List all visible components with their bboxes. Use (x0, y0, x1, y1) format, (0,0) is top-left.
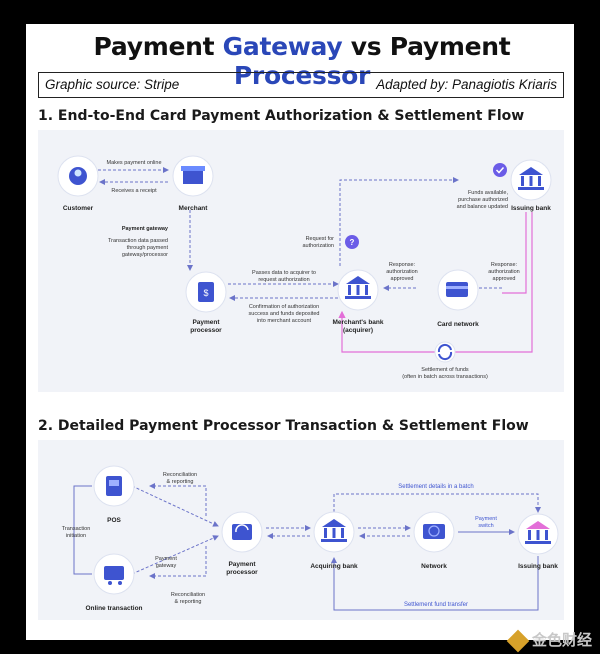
svg-text:Transaction data passed: Transaction data passed (108, 238, 168, 244)
flow-diagram-2: POS Transaction initiation Online transa… (62, 465, 559, 612)
svg-text:Request for: Request for (306, 236, 335, 242)
svg-text:Response:: Response: (491, 262, 518, 268)
network-node: Network (413, 511, 455, 570)
section2-panel: POS Transaction initiation Online transa… (38, 440, 564, 620)
section2-heading: 2. Detailed Payment Processor Transactio… (38, 418, 529, 434)
acquiring-bank-node: Acquiring bank (310, 511, 358, 570)
svg-text:Merchant's bank: Merchant's bank (332, 319, 383, 326)
svg-text:& reporting: & reporting (175, 599, 202, 605)
svg-text:authorization: authorization (303, 243, 335, 249)
svg-text:(often in batch across transac: (often in batch across transactions) (402, 374, 488, 380)
online-transaction-node: Online transaction (85, 553, 143, 612)
svg-text:request authorization: request authorization (258, 277, 309, 283)
section1-heading: 1. End-to-End Card Payment Authorization… (38, 108, 525, 124)
page-title: Payment Gateway vs Payment Processor (93, 32, 511, 90)
svg-text:Settlement details in a batch: Settlement details in a batch (398, 484, 473, 490)
svg-text:Funds available,: Funds available, (468, 190, 509, 196)
svg-text:Transaction: Transaction (62, 526, 91, 532)
svg-text:initiation: initiation (66, 533, 86, 539)
svg-text:gateway: gateway (156, 563, 177, 569)
svg-text:through payment: through payment (127, 245, 169, 251)
issuing-bank-node-2: Issuing bank (517, 513, 559, 570)
svg-text:Payment: Payment (475, 516, 497, 522)
svg-text:Reconciliation: Reconciliation (163, 472, 197, 478)
credit-card-icon (423, 524, 445, 539)
svg-text:?: ? (350, 238, 355, 247)
receives-receipt-label: Receives a receipt (111, 188, 157, 194)
flow-diagram-1: Customer Makes payment online Receives a… (57, 155, 552, 380)
svg-text:Issuing bank: Issuing bank (511, 205, 551, 212)
svg-text:POS: POS (107, 517, 121, 524)
watermark: 金色财经 (506, 629, 592, 653)
customer-node: Customer (57, 155, 99, 212)
terminal-icon (198, 282, 214, 302)
watermark-logo-icon (506, 629, 530, 653)
merchant-label: Merchant (179, 205, 209, 212)
svg-text:Acquiring bank: Acquiring bank (310, 563, 358, 570)
svg-text:approved: approved (493, 276, 516, 282)
svg-text:Payment: Payment (228, 561, 256, 568)
issuing-bank-node: Issuing bank (510, 159, 552, 212)
payment-processor-node: $ Payment processor (185, 271, 227, 334)
svg-text:into merchant account: into merchant account (257, 318, 312, 324)
svg-text:approved: approved (391, 276, 414, 282)
bank-icon (519, 167, 543, 175)
svg-text:Settlement of funds: Settlement of funds (421, 367, 469, 373)
bank-icon (322, 519, 346, 527)
section1-panel: Customer Makes payment online Receives a… (38, 130, 564, 392)
svg-text:authorization: authorization (488, 269, 520, 275)
svg-text:Reconciliation: Reconciliation (171, 592, 205, 598)
storefront-icon (183, 170, 203, 184)
bank-icon (526, 521, 550, 529)
svg-text:processor: processor (226, 569, 258, 576)
svg-text:Online transaction: Online transaction (85, 605, 142, 612)
svg-text:$: $ (203, 288, 208, 298)
svg-text:and balance updated: and balance updated (457, 204, 508, 210)
svg-text:Response:: Response: (389, 262, 416, 268)
svg-text:purchase authorized: purchase authorized (458, 197, 508, 203)
cart-icon (104, 566, 124, 580)
svg-text:gateway/processor: gateway/processor (122, 252, 168, 258)
svg-text:Payment: Payment (192, 319, 220, 326)
adapted-by: Adapted by: Panagiotis Kriaris (376, 77, 557, 92)
graphic-source: Graphic source: Stripe (45, 77, 180, 92)
svg-text:Issuing bank: Issuing bank (518, 563, 558, 570)
svg-text:Passes data to acquirer to: Passes data to acquirer to (252, 270, 316, 276)
bank-icon (346, 276, 370, 284)
customer-label: Customer (63, 205, 94, 212)
svg-text:Payment: Payment (155, 556, 177, 562)
credit-card-icon (446, 282, 468, 297)
makes-payment-label: Makes payment online (106, 160, 161, 166)
merchants-bank-node: Merchant's bank (acquirer) (332, 269, 384, 334)
svg-text:Card network: Card network (437, 321, 479, 328)
question-icon (345, 235, 359, 249)
svg-text:Network: Network (421, 563, 447, 570)
svg-text:(acquirer): (acquirer) (343, 327, 373, 334)
card-network-node: Card network (437, 269, 479, 328)
processor-icon (232, 524, 252, 540)
source-box: Graphic source: Stripe Adapted by: Panag… (38, 72, 564, 98)
svg-text:success and funds deposited: success and funds deposited (249, 311, 320, 317)
payment-processor-node-2: Payment processor (221, 511, 263, 576)
svg-text:processor: processor (190, 327, 222, 334)
infographic-frame: Payment Gateway vs Payment Processor Gra… (24, 22, 576, 642)
svg-text:authorization: authorization (386, 269, 418, 275)
svg-text:switch: switch (478, 523, 493, 529)
gateway-title: Payment gateway (122, 226, 169, 232)
merchant-node: Merchant (172, 155, 214, 212)
checkmark-icon (493, 163, 507, 177)
svg-text:Confirmation of authorization: Confirmation of authorization (249, 304, 319, 310)
svg-text:Settlement fund transfer: Settlement fund transfer (404, 602, 468, 608)
svg-text:& reporting: & reporting (167, 479, 194, 485)
pos-node: POS (93, 465, 135, 524)
